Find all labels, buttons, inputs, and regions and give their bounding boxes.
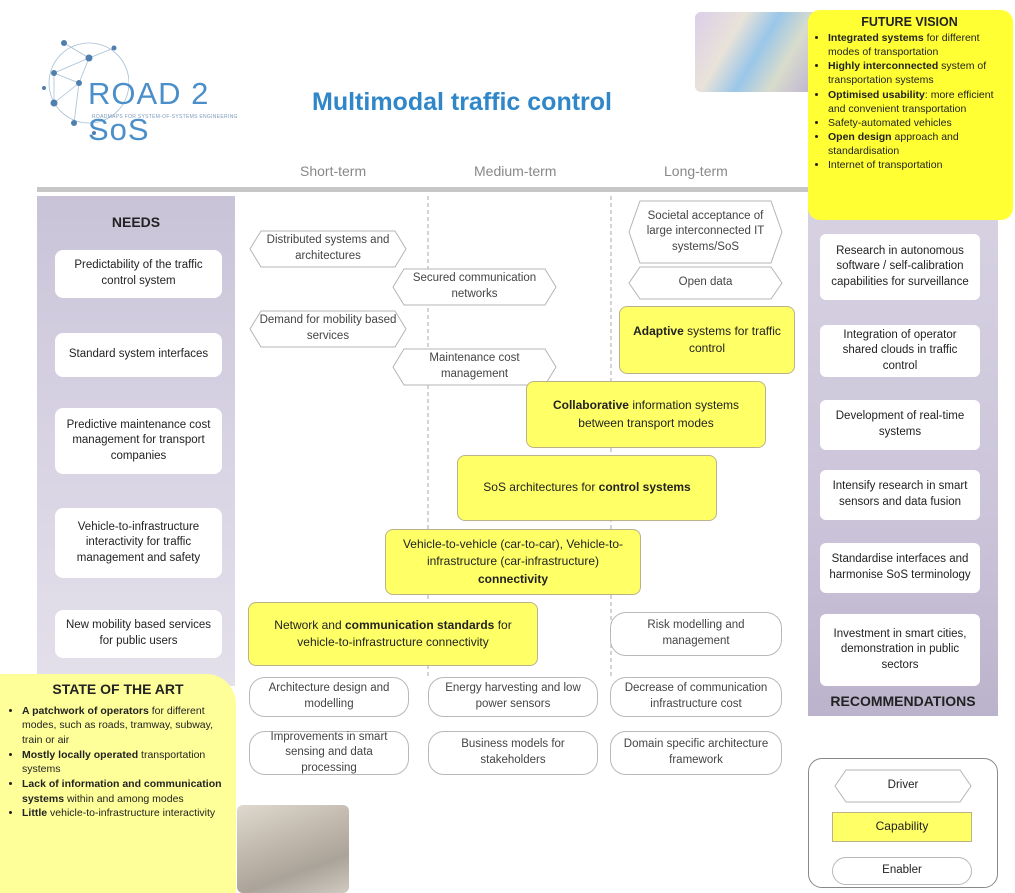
driver-item: Societal acceptance of large interconnec…	[628, 200, 783, 264]
capability-text: information systems between transport mo…	[578, 398, 740, 430]
capability-bold: communication standards	[344, 617, 495, 632]
capability-bold: Collaborative	[552, 398, 629, 413]
capability-item: Vehicle-to-vehicle (car-to-car), Vehicle…	[385, 529, 641, 595]
legend-enabler: Enabler	[832, 857, 972, 885]
fv-text: for different modes of transportation	[828, 31, 980, 59]
state-of-the-art-box: STATE OF THE ART A patchwork of operator…	[0, 674, 236, 893]
need-item: Standard system interfaces	[55, 333, 222, 377]
driver-item: Distributed systems and architectures	[249, 230, 407, 268]
recommendation-item: Integration of operator shared clouds in…	[820, 325, 980, 377]
enabler-item: Architecture design and modelling	[249, 677, 409, 717]
driver-label: Maintenance cost management	[429, 352, 520, 380]
traffic-photo	[237, 805, 349, 893]
recommendations-header: RECOMMENDATIONS	[830, 693, 976, 709]
sota-text: transportation systems	[22, 748, 206, 776]
legend-enabler-label: Enabler	[882, 864, 922, 877]
sota-item: Little vehicle-to-infrastructure interac…	[22, 806, 228, 821]
fv-text: approach and standardisation	[828, 131, 959, 158]
state-of-the-art-list: A patchwork of operators for different m…	[8, 704, 228, 822]
capability-text: SoS architectures for	[483, 480, 599, 495]
driver-item: Secured communication networks	[392, 268, 557, 306]
driver-label: Open data	[678, 276, 733, 289]
tunnel-photo	[695, 12, 820, 92]
capability-bold: Adaptive	[633, 323, 684, 338]
future-vision-item: Open design approach and standardisation	[828, 130, 1005, 158]
future-vision-header: FUTURE VISION	[861, 15, 958, 29]
driver-label: Distributed systems and architectures	[266, 234, 390, 262]
legend-capability: Capability	[832, 812, 972, 842]
enabler-item: Risk modelling and management	[610, 612, 782, 656]
phase-short-term: Short-term	[300, 163, 367, 179]
capability-bold: control systems	[598, 480, 691, 495]
enabler-item: Energy harvesting and low power sensors	[428, 677, 598, 717]
future-vision-item: Safety-automated vehicles	[828, 116, 1005, 130]
phase-medium-term: Medium-term	[474, 163, 557, 179]
capability-text: Network and	[274, 617, 345, 632]
need-item: New mobility based services for public u…	[55, 610, 222, 658]
fv-bold: Optimised usability	[828, 88, 925, 101]
needs-header: NEEDS	[111, 214, 161, 230]
need-item: Predictability of the traffic control sy…	[55, 250, 222, 298]
capability-item: Collaborative information systems betwee…	[526, 381, 766, 448]
sota-text: within and among modes	[64, 792, 184, 805]
driver-label: Secured communication networks	[412, 272, 537, 300]
legend-driver: Driver	[834, 769, 972, 803]
fv-text: Internet of transportation	[828, 159, 943, 172]
driver-item: Demand for mobility based services	[249, 310, 407, 348]
logo: ROAD 2 SoS ROADMAPS FOR SYSTEM-OF-SYSTEM…	[34, 28, 237, 148]
state-of-the-art-header: STATE OF THE ART	[52, 681, 184, 697]
driver-item: Open data	[628, 266, 783, 300]
capability-text: Vehicle-to-vehicle (car-to-car), Vehicle…	[402, 536, 624, 569]
sota-text: for different modes, such as roads, tram…	[22, 704, 214, 746]
page-title: Multimodal traffic control	[312, 88, 612, 116]
capability-item: Network and communication standards for …	[248, 602, 538, 666]
fv-text: : more efficient and convenient transpor…	[828, 88, 994, 115]
legend-capability-label: Capability	[875, 819, 929, 834]
legend-driver-label: Driver	[887, 779, 919, 792]
recommendation-item: Development of real-time systems	[820, 400, 980, 450]
sota-item: Mostly locally operated transportation s…	[22, 748, 228, 777]
recommendation-item: Research in autonomous software / self-c…	[820, 234, 980, 300]
recommendation-item: Standardise interfaces and harmonise SoS…	[820, 543, 980, 593]
sota-text: vehicle-to-infrastructure interactivity	[47, 807, 216, 820]
logo-network-icon	[42, 40, 129, 135]
fv-text: system of transportation systems	[828, 60, 987, 87]
logo-name: ROAD 2 SoS	[88, 76, 210, 147]
fv-bold: Highly interconnected	[828, 60, 939, 73]
sota-bold: Little	[22, 807, 48, 820]
recommendation-item: Intensify research in smart sensors and …	[820, 470, 980, 520]
enabler-item: Improvements in smart sensing and data p…	[249, 731, 409, 775]
driver-label: Societal acceptance of large interconnec…	[646, 209, 765, 253]
need-item: Vehicle-to-infrastructure interactivity …	[55, 508, 222, 578]
enabler-item: Domain specific architecture framework	[610, 731, 782, 775]
sota-item: A patchwork of operators for different m…	[22, 704, 228, 748]
sota-bold: Lack of information and communication sy…	[22, 778, 222, 805]
future-vision-list: Integrated systems for different modes o…	[814, 31, 1005, 173]
logo-tagline: ROADMAPS FOR SYSTEM-OF-SYSTEMS ENGINEERI…	[92, 114, 238, 120]
future-vision-item: Highly interconnected system of transpor…	[828, 59, 1005, 87]
future-vision-item: Optimised usability: more efficient and …	[828, 88, 1005, 116]
enabler-item: Business models for stakeholders	[428, 731, 598, 775]
driver-item: Maintenance cost management	[392, 348, 557, 386]
sota-bold: Mostly locally operated	[22, 748, 139, 761]
future-vision-item: Integrated systems for different modes o…	[828, 31, 1005, 59]
driver-label: Demand for mobility based services	[259, 314, 397, 342]
recommendation-item: Investment in smart cities, demonstratio…	[820, 614, 980, 686]
need-item: Predictive maintenance cost management f…	[55, 408, 222, 474]
future-vision-box: FUTURE VISION Integrated systems for dif…	[808, 10, 1013, 220]
fv-text: Safety-automated vehicles	[828, 116, 952, 129]
capability-item: Adaptive systems for traffic control	[619, 306, 795, 374]
sota-bold: A patchwork of operators	[22, 704, 149, 717]
phase-long-term: Long-term	[664, 163, 728, 179]
sota-item: Lack of information and communication sy…	[22, 777, 228, 806]
fv-bold: Open design	[828, 131, 892, 144]
capability-text: for vehicle-to-infrastructure connectivi…	[297, 617, 512, 649]
capability-item: SoS architectures for control systems	[457, 455, 717, 521]
capability-text: systems for traffic control	[683, 323, 781, 355]
fv-bold: Integrated systems	[828, 31, 924, 44]
future-vision-item: Internet of transportation	[828, 158, 1005, 172]
capability-bold: connectivity	[477, 571, 549, 586]
enabler-item: Decrease of communication infrastructure…	[610, 677, 782, 717]
